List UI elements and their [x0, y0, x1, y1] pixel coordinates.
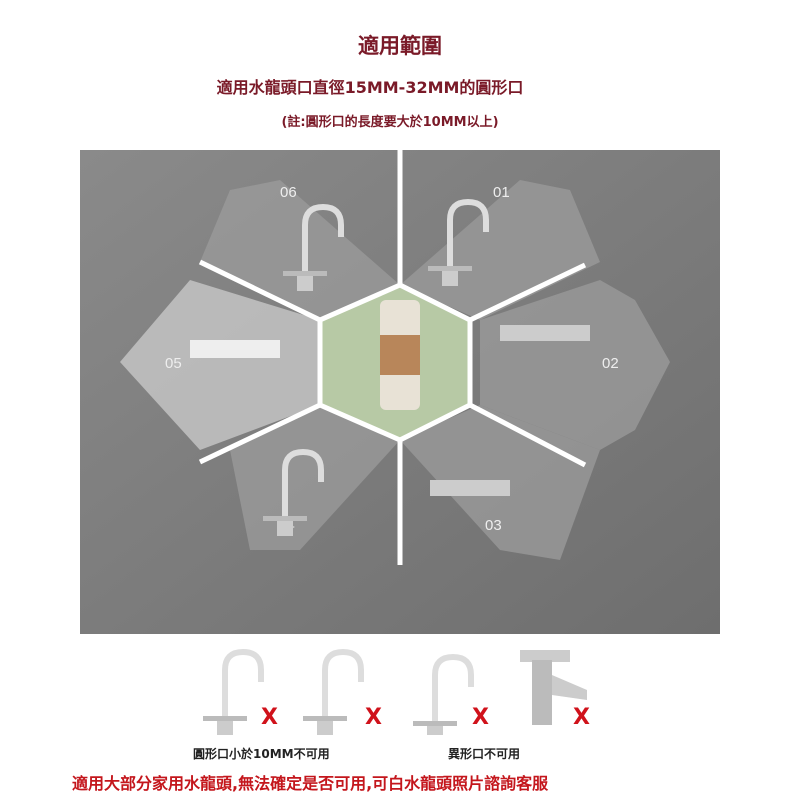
subtitle: 適用水龍頭口直徑15MM-32MM的圓形口 [216, 78, 524, 97]
not-suitable-mark: X [472, 705, 489, 730]
bottom-notice: 適用大部分家用水龍頭,無法確定是否可用,可白水龍頭照片諮詢客服 [72, 774, 549, 793]
faucet-compatibility-diagram: 01 02 03 04 05 06 [80, 150, 720, 634]
arrow-04 [230, 405, 400, 550]
label-06: 06 [280, 184, 297, 201]
size-note: (註:圓形口的長度要大於10MM以上) [281, 115, 499, 130]
label-05: 05 [165, 355, 182, 372]
page-title: 適用範圍 [358, 34, 442, 58]
faucet-square-icon [520, 650, 587, 725]
arrow-05 [120, 280, 320, 450]
label-03: 03 [485, 517, 502, 534]
label-01: 01 [493, 184, 510, 201]
faucet-03-icon [430, 480, 510, 496]
faucet-05-icon [190, 340, 280, 358]
arrow-02 [480, 280, 670, 450]
not-suitable-mark: X [573, 705, 590, 730]
caption-small-opening: 圓形口小於10MM不可用 [193, 747, 330, 761]
not-suitable-mark: X [261, 705, 278, 730]
label-02: 02 [602, 355, 619, 372]
caption-irregular-opening: 異形口不可用 [448, 747, 521, 761]
not-suitable-mark: X [365, 705, 382, 730]
faucet-02-icon [500, 325, 590, 341]
